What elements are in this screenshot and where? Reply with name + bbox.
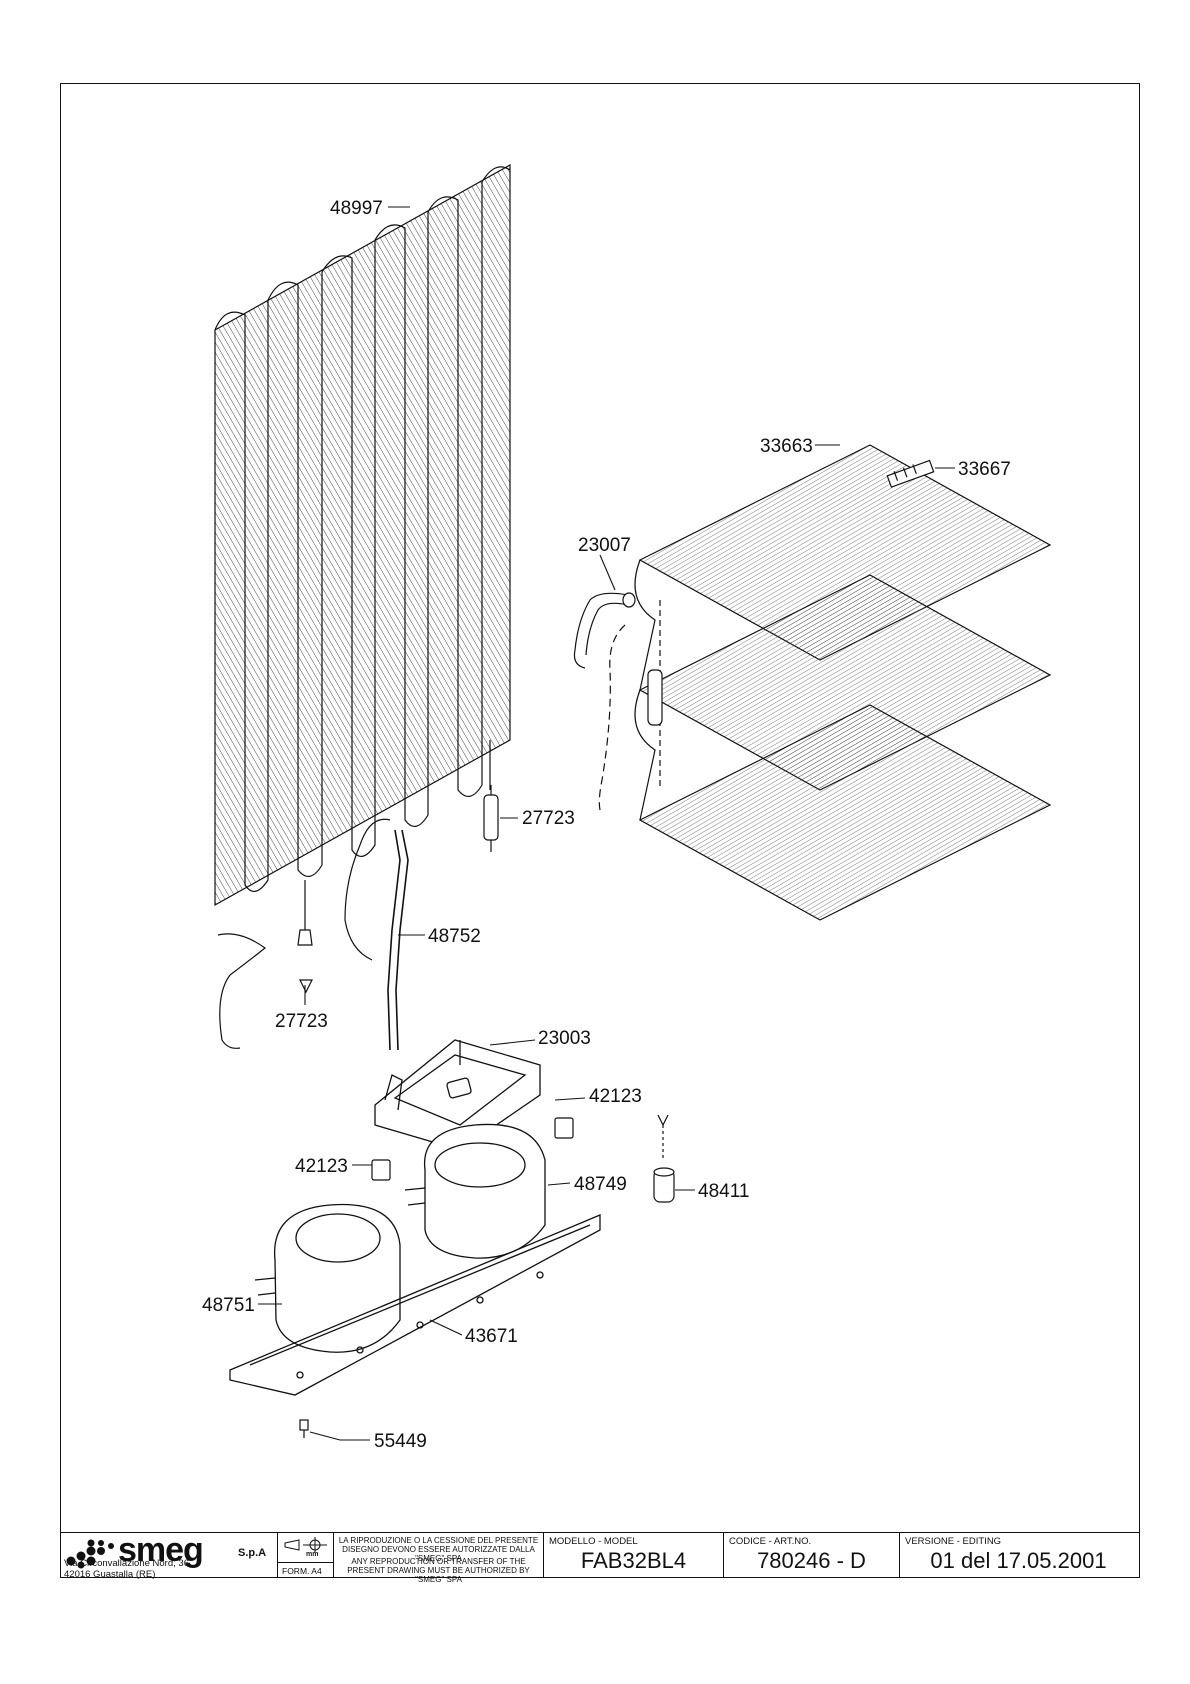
label-48751: 48751 [202, 1295, 255, 1316]
label-23007: 23007 [578, 535, 631, 556]
model-cell: MODELLO - MODEL FAB32BL4 [544, 1533, 724, 1578]
label-42123-left: 42123 [295, 1156, 348, 1177]
leader-lines [258, 206, 955, 1441]
relay-42123-right [554, 1117, 574, 1139]
title-block: smeg S.p.A Via Circonvallazione Nord, 36… [60, 1531, 1140, 1584]
evaporator-33663 [634, 444, 1052, 921]
capacitor-48411 [653, 1114, 675, 1203]
compressor-48749 [404, 1123, 546, 1259]
label-48752: 48752 [428, 926, 481, 947]
code-value: 780246 - D [757, 1548, 866, 1573]
label-48997: 48997 [330, 198, 383, 219]
condenser-48997 [214, 163, 511, 1051]
model-caption: MODELLO - MODEL [549, 1536, 638, 1547]
projection-symbol-icon [284, 1537, 327, 1553]
label-27723-right: 27723 [522, 808, 575, 829]
code-caption: CODICE - ART.NO. [729, 1536, 812, 1547]
exploded-parts-diagram: 48997 33663 33667 23007 27723 27723 4875… [202, 163, 1052, 1452]
unit-label: mm [306, 1551, 319, 1558]
brand-name: smeg [118, 1531, 204, 1569]
address-line-1: Via Circonvallazione Nord, 36 [64, 1558, 189, 1569]
label-33667: 33667 [958, 459, 1011, 480]
smeg-logo-dots-icon [66, 1539, 114, 1569]
label-55449: 55449 [374, 1431, 427, 1452]
notice-english: ANY REPRODUCTION OR TRANSFER OF THE PRES… [347, 1557, 530, 1584]
drawing-frame [60, 83, 1140, 1578]
label-23003: 23003 [538, 1028, 591, 1049]
label-43671: 43671 [465, 1326, 518, 1347]
label-33663: 33663 [760, 436, 813, 457]
notice-italian: LA RIPRODUZIONE O LA CESSIONE DEL PRESEN… [338, 1536, 539, 1563]
label-48749: 48749 [574, 1174, 627, 1195]
code-cell: CODICE - ART.NO. 780246 - D [724, 1533, 900, 1578]
model-value: FAB32BL4 [580, 1548, 687, 1573]
label-48411: 48411 [698, 1181, 749, 1202]
relay-42123-left [371, 1159, 391, 1181]
version-value: 01 del 17.05.2001 [930, 1548, 1107, 1573]
format-label: FORM. A4 [282, 1566, 322, 1576]
format-cell: mm FORM. A4 [278, 1533, 334, 1578]
compressor-48751 [254, 1203, 401, 1353]
brand-suffix: S.p.A [238, 1547, 267, 1559]
base-plate-43671 [229, 1214, 601, 1396]
screw-55449 [299, 1419, 309, 1438]
drip-tray-23003 [374, 1039, 541, 1151]
label-42123-right: 42123 [589, 1086, 642, 1107]
version-cell: VERSIONE - EDITING 01 del 17.05.2001 [900, 1533, 1137, 1578]
version-caption: VERSIONE - EDITING [905, 1536, 1002, 1547]
drain-tube-23007 [573, 592, 636, 811]
clip-33667 [886, 459, 935, 488]
brand-cell: smeg S.p.A Via Circonvallazione Nord, 36… [60, 1531, 278, 1580]
address-line-2: 42016 Guastalla (RE) [64, 1569, 156, 1580]
notice-cell: LA RIPRODUZIONE O LA CESSIONE DEL PRESEN… [334, 1533, 544, 1584]
label-27723-left: 27723 [275, 1011, 328, 1032]
